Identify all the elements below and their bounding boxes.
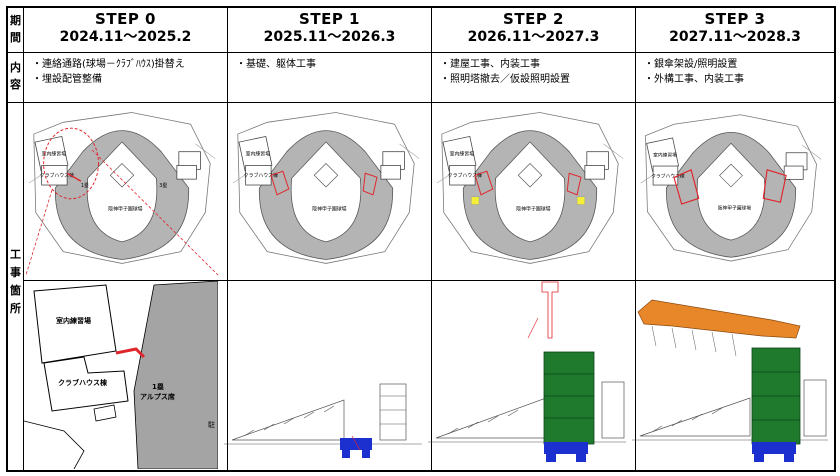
foundation-pier [546,452,556,462]
content-item: ・照明塔撤去／仮設照明設置 [440,74,570,85]
step2-header: STEP 2 2026.11～2027.3 [432,8,636,53]
work-area-3b [362,172,378,196]
silver-roof [637,299,801,339]
foundation-pier [784,452,794,462]
step-title: STEP 1 [299,10,360,28]
content-item: ・外構工事、内装工事 [644,74,744,85]
map-label-clubhouse: クラブハウス棟 [448,172,482,179]
schedule-table: 期 間 STEP 0 2024.11～2025.2 STEP 1 2025.11… [6,6,836,472]
map-label-clubhouse: クラブハウス棟 [40,172,74,179]
work-area-3b [566,172,582,196]
map-label-clubhouse: クラブハウス棟 [651,172,685,179]
content-item: ・連絡通路(球場－ｸﾗﾌﾞﾊｳｽ)掛替え [32,59,185,70]
site-label-char: 箇 [10,284,21,297]
step-period: 2024.11～2025.2 [59,29,192,45]
light-tower-marker [470,196,480,205]
site-label-char: 工 [10,248,21,261]
map-label-clubhouse: クラブハウス棟 [244,172,278,179]
period-label-char: 間 [10,31,21,44]
focus-circle [43,127,99,200]
step0-stadium-map: 室内練習場 クラブハウス棟 阪神甲子園球場 1塁 3塁 [24,103,220,269]
step0-detail-cell [24,281,228,470]
step3-header: STEP 3 2027.11～2028.3 [636,8,834,53]
step0-content: ・連絡通路(球場－ｸﾗﾌﾞﾊｳｽ)掛替え ・埋設配管整備 [24,53,228,103]
map-label-indoor: 室内練習場 [653,152,677,159]
foundation-block [340,438,372,450]
light-tower-marker [576,196,586,205]
step1-content: ・基礎、躯体工事 [228,53,432,103]
foundation-pier [754,452,764,462]
step3-content: ・銀傘架設/照明設置 ・外構工事、内装工事 [636,53,834,103]
map-label-indoor: 室内練習場 [246,151,271,158]
site-label-char: 所 [10,302,21,315]
passage-mark [66,172,82,182]
foundation-pier [576,452,586,462]
detail-label-alps-1: 1塁 [152,382,164,391]
foundation-block [752,442,796,454]
step1-detail-cell [228,281,432,470]
step0-detail-side-label: 駐 [208,421,215,429]
temporary-light-tower [541,281,559,339]
step-title: STEP 2 [503,10,564,28]
content-item: ・銀傘架設/照明設置 [644,59,738,70]
map-label-field: 阪神甲子園球場 [718,205,752,212]
step0-header: STEP 0 2024.11～2025.2 [24,8,228,53]
step1-section-drawing [224,340,422,464]
map-label-alps3: 3塁 [159,183,167,189]
passage-route [115,347,146,359]
step0-detail-plan: 室内練習場 クラブハウス棟 1塁 アルプス席 [24,281,218,469]
step2-section-drawing [428,278,626,464]
content-label: 内 容 [8,53,24,103]
work-area-1b [474,170,494,196]
step-period: 2026.11～2027.3 [467,29,600,45]
step1-stadium-map: 室内練習場 クラブハウス棟 阪神甲子園球場 [228,103,424,269]
new-building-structure [543,351,595,445]
step3-section-drawing [632,286,828,464]
map-label-field: 阪神甲子園球場 [312,206,346,213]
foundation-block [544,442,588,454]
step3-stadium-map: 室内練習場 クラブハウス棟 阪神甲子園球場 [636,103,826,269]
step-period: 2025.11～2026.3 [263,29,396,45]
step2-map-cell [432,103,636,281]
map-label-field: 阪神甲子園球場 [516,206,550,213]
step1-map-cell [228,103,432,281]
site-label-char: 事 [10,266,21,279]
map-label-indoor: 室内練習場 [42,151,67,158]
period-label: 期 間 [8,8,24,53]
foundation-pier [342,448,350,458]
map-label-field: 阪神甲子園球場 [108,206,142,213]
detail-label-indoor: 室内練習場 [56,316,91,325]
foundation-pier [362,448,370,458]
step2-detail-cell [432,281,636,470]
step2-content: ・建屋工事、内装工事 ・照明塔撤去／仮設照明設置 [432,53,636,103]
step-period: 2027.11～2028.3 [669,29,801,45]
site-label: 工 事 箇 所 [8,103,24,470]
content-item: ・埋設配管整備 [32,74,102,85]
work-area-1b [270,170,290,196]
step0-map-cell [24,103,228,281]
step2-stadium-map: 室内練習場 クラブハウス棟 阪神甲子園球場 [432,103,628,269]
detail-label-clubhouse: クラブハウス棟 [58,378,108,387]
step-title: STEP 3 [704,10,766,28]
content-item: ・建屋工事、内装工事 [440,59,540,70]
detail-label-alps-2: アルプス席 [140,392,175,401]
work-area-1b [673,169,700,205]
content-item: ・基礎、躯体工事 [236,59,316,70]
map-label-alps1: 1塁 [81,183,89,189]
work-area-3b [762,169,787,203]
content-label-char: 容 [10,78,21,91]
step-title: STEP 0 [95,10,156,28]
step1-header: STEP 1 2025.11～2026.3 [228,8,432,53]
content-label-char: 内 [10,61,21,74]
map-label-indoor: 室内練習場 [450,151,475,158]
period-label-char: 期 [10,14,21,27]
step3-map-cell [636,103,834,281]
